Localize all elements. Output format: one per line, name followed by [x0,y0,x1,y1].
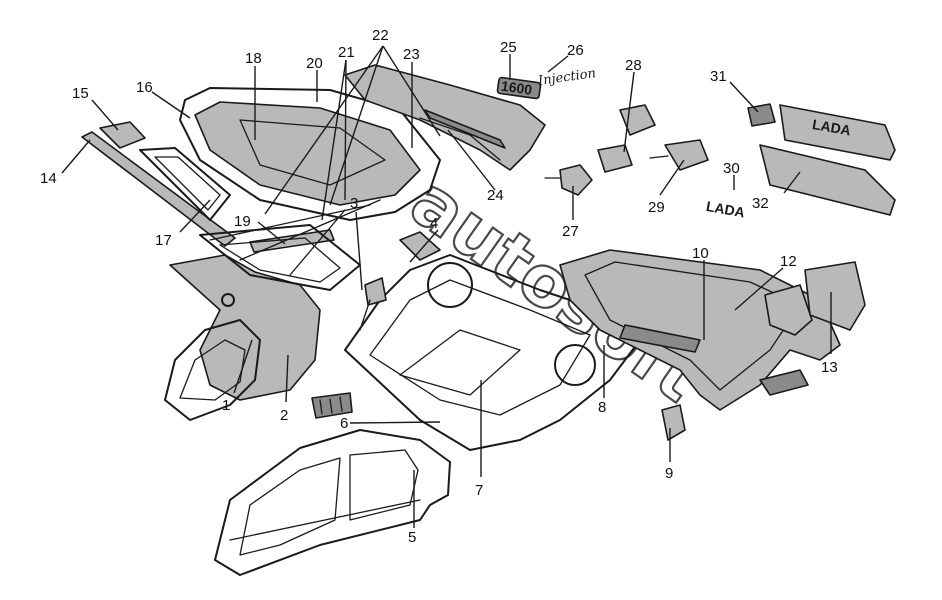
brand-badge-text: LADA [705,198,746,221]
callout-10: 10 [692,245,709,262]
lock-assembly [544,104,709,196]
rear-brackets [359,231,441,331]
callout-17: 17 [155,232,172,249]
callout-18: 18 [245,50,262,67]
plate-badge-text: LADA [811,116,852,139]
callout-9: 9 [665,465,673,482]
callout-29: 29 [648,199,665,216]
callout-12: 12 [780,253,797,270]
callout-32: 32 [752,195,769,212]
tail-lamp-housing [759,261,866,396]
gas-struts [199,199,381,291]
script-badge-text: Injection [536,66,597,89]
callout-15: 15 [72,85,89,102]
callout-24: 24 [487,187,504,204]
callout-2: 2 [280,407,288,424]
vent-grille [311,392,353,419]
callout-5: 5 [408,529,416,546]
callout-6: 6 [340,415,348,432]
callout-23: 23 [403,46,420,63]
callout-30: 30 [723,160,740,177]
wheel-arch-inner [164,254,321,421]
callout-31: 31 [710,68,727,85]
rear-spoiler [344,64,546,171]
rear-bumper [559,249,841,411]
emblem-brand-badge: LADA [705,198,746,221]
callout-26: 26 [567,42,584,59]
callout-28: 28 [625,57,642,74]
emblem-script-badge: Injection [536,66,597,89]
callout-3: 3 [350,195,358,212]
callout-21: 21 [338,44,355,61]
side-body-panel [214,429,451,576]
callout-16: 16 [136,79,153,96]
emblem-plate-badge: LADA [811,116,852,139]
callout-25: 25 [500,39,517,56]
callout-13: 13 [821,359,838,376]
leader-lines [61,45,832,528]
callout-22: 22 [372,27,389,44]
callout-1: 1 [222,397,230,414]
callout-8: 8 [598,399,606,416]
callout-labels: 1 2 3 4 5 6 7 8 9 10 12 13 14 15 16 17 1… [40,27,838,546]
window-channel [139,147,231,221]
trunk-latch [661,404,686,441]
callout-20: 20 [306,55,323,72]
callout-7: 7 [475,482,483,499]
emblem-model-badge: 1600 [496,76,542,100]
callout-27: 27 [562,223,579,240]
callout-14: 14 [40,170,57,187]
model-badge-text: 1600 [500,78,533,98]
callout-4: 4 [430,215,438,232]
support-rail [81,121,236,247]
callout-19: 19 [234,213,251,230]
